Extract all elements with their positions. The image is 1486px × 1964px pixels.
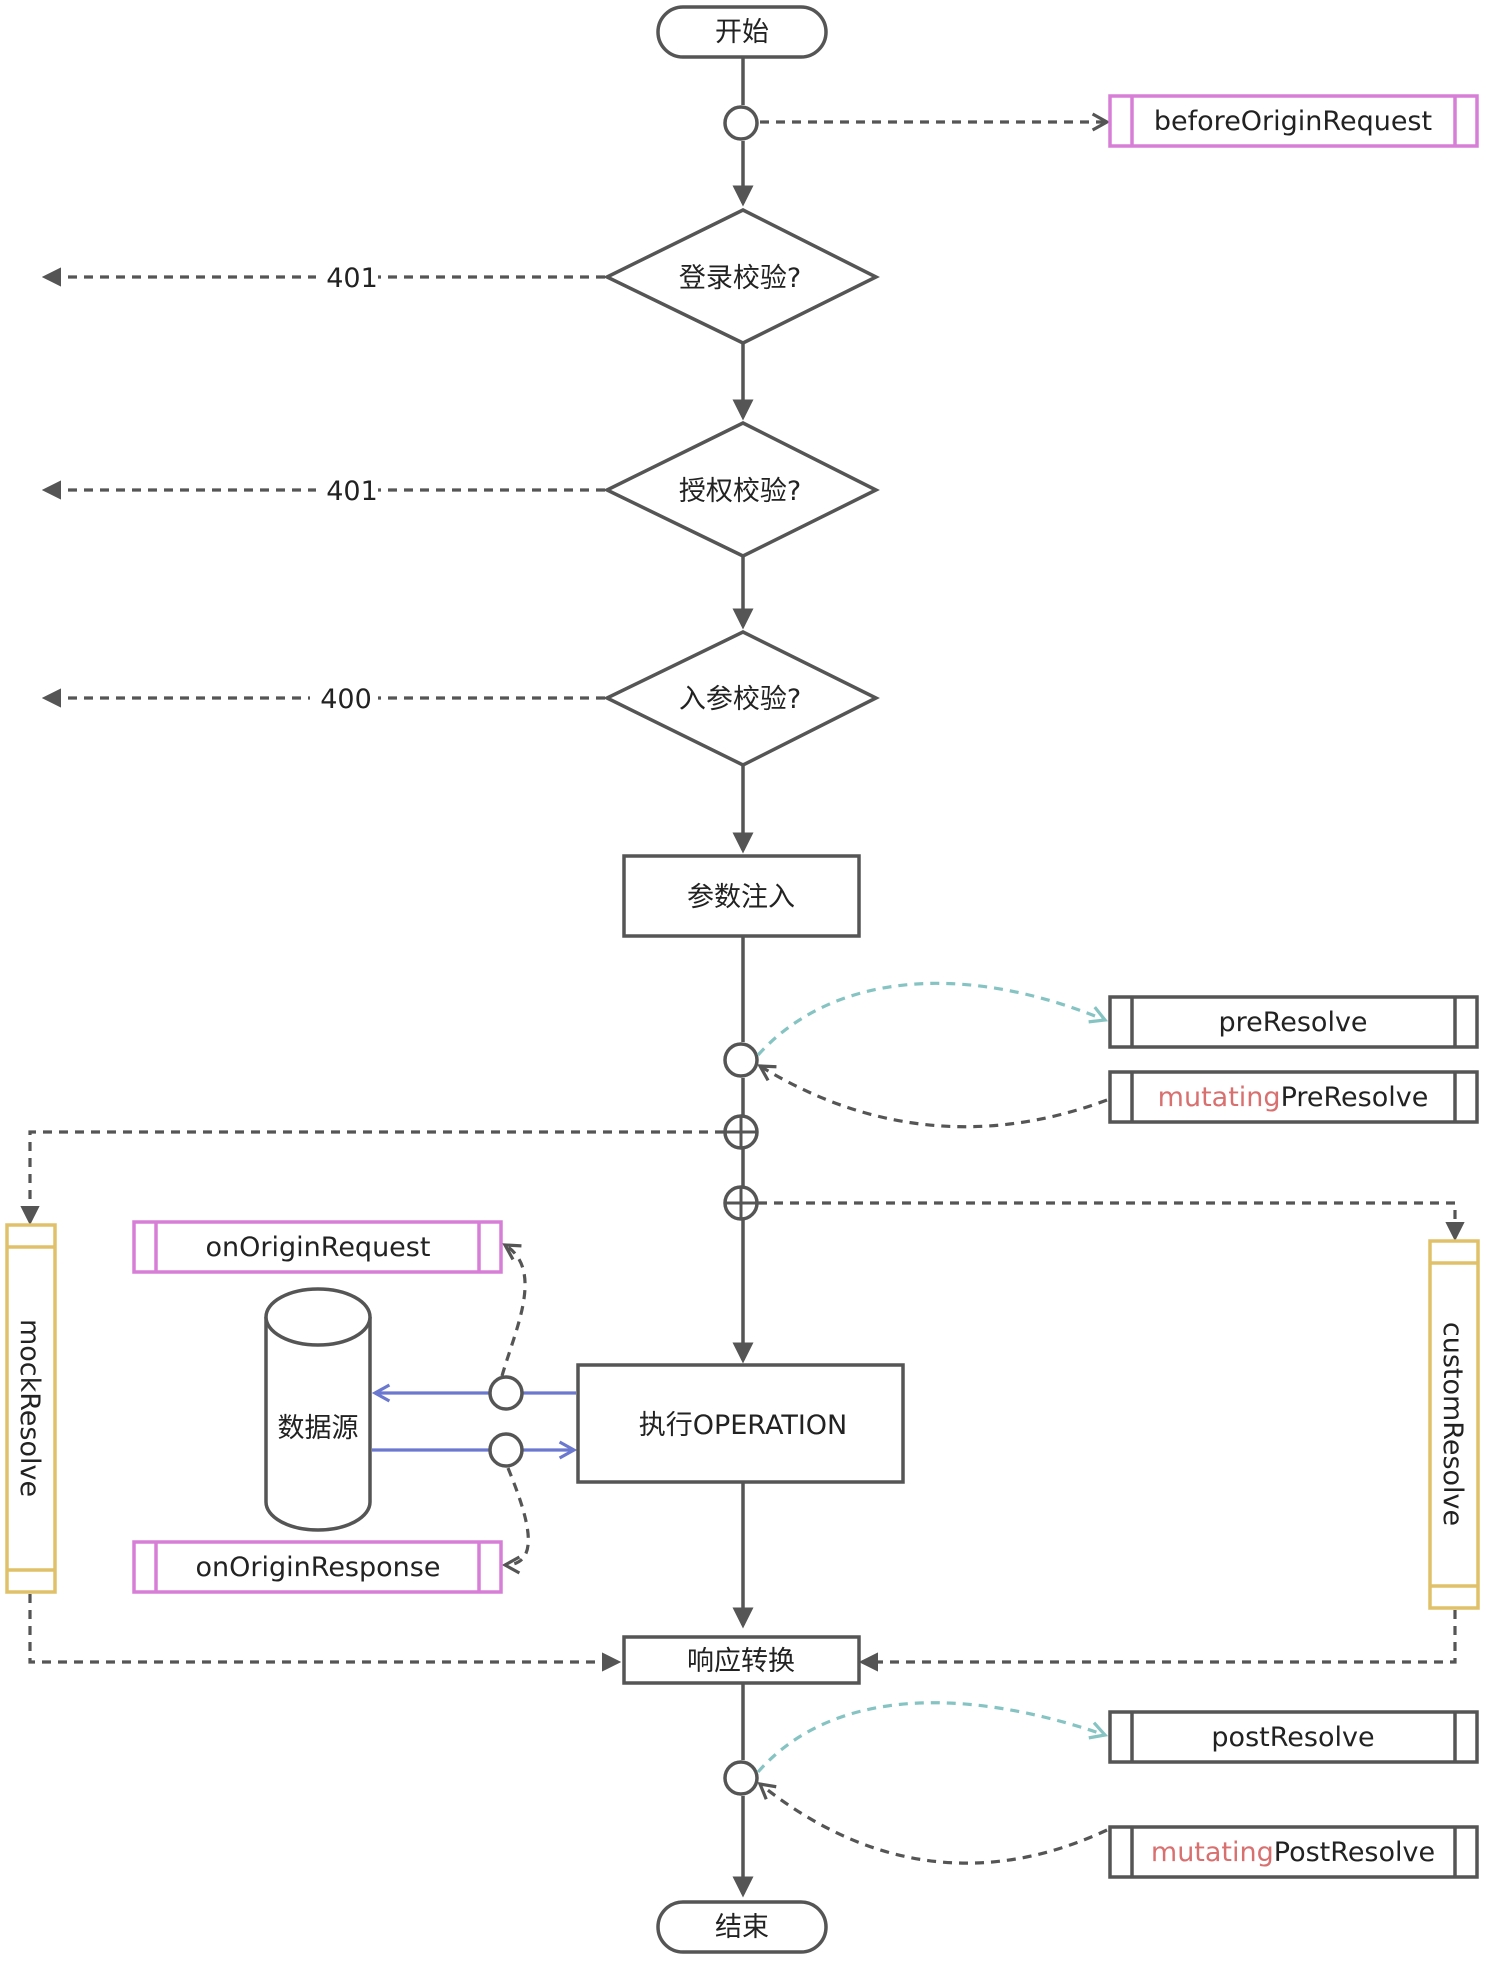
- mutating-pre-resolve-connector: [760, 1066, 1108, 1129]
- pre-resolve-connector: [756, 981, 1105, 1057]
- login-check-label: 登录校验?: [679, 263, 801, 294]
- on-origin-response-hook: onOriginResponse: [132, 1540, 503, 1594]
- custom-branch-point: [723, 1185, 759, 1221]
- origin-request-connector: [500, 1245, 527, 1377]
- hook-point-origin-response: [488, 1432, 524, 1468]
- execute-operation-label: 执行OPERATION: [639, 1410, 848, 1441]
- response-transform-label: 响应转换: [687, 1646, 795, 1677]
- login-check-decision: 登录校验?: [603, 208, 880, 345]
- custom-to-transform-connector: [858, 1610, 1457, 1672]
- start-label: 开始: [715, 17, 769, 48]
- datasource-cylinder: 数据源: [264, 1287, 372, 1532]
- mock-to-transform-connector: [28, 1594, 622, 1672]
- post-resolve-label: postResolve: [1211, 1722, 1374, 1753]
- end-label: 结束: [715, 1912, 769, 1943]
- start-node: 开始: [656, 5, 828, 59]
- pre-resolve-hook: preResolve: [1108, 995, 1479, 1049]
- post-resolve-connector: [756, 1701, 1105, 1774]
- param-inject-label: 参数注入: [687, 882, 795, 913]
- mutating-post-resolve-connector: [760, 1784, 1108, 1865]
- mutating-pre-resolve-label: mutatingPreResolve: [1158, 1082, 1429, 1113]
- datasource-label: 数据源: [278, 1413, 359, 1444]
- mutating-post-resolve-hook: mutatingPostResolve: [1108, 1825, 1479, 1879]
- auth-check-decision: 授权校验?: [603, 421, 880, 558]
- auth-fail-code: 401: [326, 476, 378, 507]
- mutating-pre-resolve-hook: mutatingPreResolve: [1108, 1070, 1479, 1124]
- before-origin-request-hook: beforeOriginRequest: [1108, 94, 1479, 148]
- mock-resolve-block: mockResolve: [5, 1223, 57, 1594]
- execute-operation-process: 执行OPERATION: [576, 1363, 905, 1484]
- param-check-decision: 入参校验?: [603, 630, 880, 767]
- param-check-label: 入参校验?: [679, 684, 801, 715]
- hook-point-origin-request: [488, 1375, 524, 1411]
- end-node: 结束: [656, 1900, 828, 1954]
- on-origin-response-label: onOriginResponse: [196, 1552, 441, 1583]
- mutating-post-resolve-label: mutatingPostResolve: [1151, 1837, 1435, 1868]
- on-origin-request-label: onOriginRequest: [206, 1232, 431, 1263]
- post-resolve-hook: postResolve: [1108, 1710, 1479, 1764]
- param-inject-process: 参数注入: [622, 854, 861, 938]
- on-origin-request-hook: onOriginRequest: [132, 1220, 503, 1274]
- before-origin-request-label: beforeOriginRequest: [1154, 106, 1432, 137]
- hook-point-pre-resolve: [723, 1042, 759, 1078]
- login-fail-code: 401: [326, 263, 378, 294]
- custom-resolve-label: customResolve: [1437, 1322, 1468, 1526]
- pre-resolve-label: preResolve: [1218, 1007, 1367, 1038]
- response-transform-process: 响应转换: [622, 1635, 861, 1685]
- mock-branch-point: [723, 1114, 759, 1150]
- mock-branch-connector: [20, 1130, 724, 1226]
- mock-resolve-label: mockResolve: [14, 1319, 45, 1497]
- custom-branch-connector: [758, 1201, 1465, 1242]
- custom-resolve-block: customResolve: [1428, 1239, 1480, 1610]
- hook-point-before-request: [723, 105, 759, 141]
- hook-point-post-resolve: [723, 1760, 759, 1796]
- param-fail-code: 400: [320, 684, 372, 715]
- auth-check-label: 授权校验?: [679, 476, 801, 507]
- origin-response-connector: [505, 1467, 530, 1565]
